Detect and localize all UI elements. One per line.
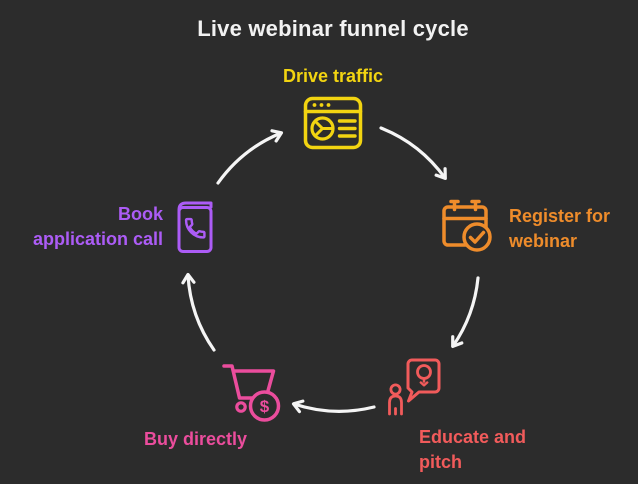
label-book-application-call: Book application call [32, 204, 163, 249]
arrow-buy-to-book [181, 272, 216, 352]
person-idea-speech-icon [388, 358, 441, 416]
arrow-book-to-drive [216, 129, 284, 185]
arrow-educate-to-buy [291, 399, 376, 414]
arrow-drive-to-register [379, 126, 447, 181]
label-buy-directly: Buy directly [143, 429, 248, 449]
browser-analytics-icon [303, 96, 363, 150]
label-drive-traffic: Drive traffic [282, 66, 384, 86]
label-educate-and-pitch: Educate and pitch [419, 427, 527, 472]
calendar-check-icon [442, 199, 492, 252]
label-register-for-webinar: Register for webinar [509, 206, 611, 251]
cart-dollar-icon: $ [222, 364, 281, 422]
page-title: Live webinar funnel cycle [197, 16, 469, 41]
svg-text:$: $ [260, 397, 270, 416]
phone-book-icon [177, 201, 213, 253]
arrow-register-to-educate [451, 276, 480, 349]
